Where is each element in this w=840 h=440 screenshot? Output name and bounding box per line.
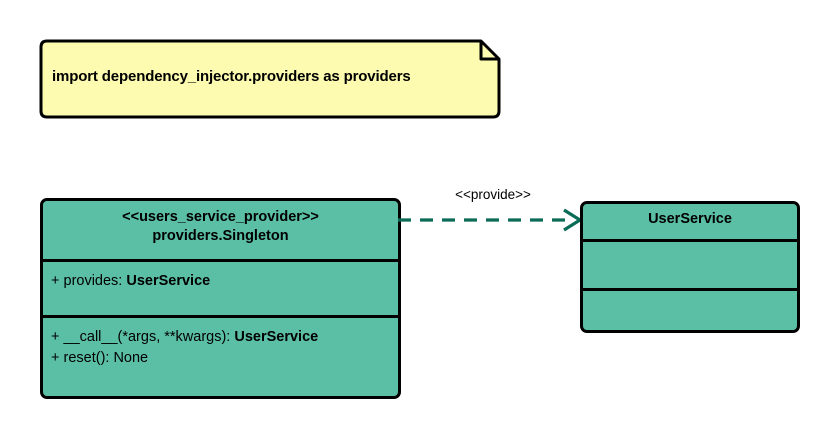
note-shape-icon — [39, 39, 501, 119]
class-stereotype: <<users_service_provider>> — [122, 209, 319, 225]
import-note: import dependency_injector.providers as … — [38, 38, 502, 120]
operation-row: + __call__(*args, **kwargs): UserService — [51, 327, 398, 348]
operation-label: reset(): None — [63, 350, 149, 366]
class-attributes-provider: + provides: UserService — [43, 259, 398, 315]
import-note-text: import dependency_injector.providers as … — [52, 68, 411, 85]
operation-type: UserService — [234, 329, 319, 345]
class-header-service: UserService — [583, 204, 797, 239]
attribute-label: provides: — [63, 273, 123, 289]
attribute-visibility: + — [51, 273, 60, 289]
class-header-provider: <<users_service_provider>> providers.Sin… — [43, 201, 398, 259]
operation-visibility: + — [51, 350, 60, 366]
class-name: providers.Singleton — [152, 228, 289, 244]
operation-visibility: + — [51, 329, 60, 345]
dashed-arrow-icon — [398, 208, 584, 232]
class-box-users-service-provider[interactable]: <<users_service_provider>> providers.Sin… — [40, 198, 401, 399]
class-name: UserService — [648, 211, 732, 227]
relation-provide[interactable]: <<provide>> — [398, 186, 588, 234]
operation-row: + reset(): None — [51, 348, 398, 369]
attribute-row: + provides: UserService — [51, 271, 398, 292]
attribute-type: UserService — [126, 273, 211, 289]
operation-label: __call__(*args, **kwargs): — [63, 329, 231, 345]
class-operations-provider: + __call__(*args, **kwargs): UserService… — [43, 315, 398, 396]
class-attributes-service — [583, 239, 797, 288]
class-operations-service — [583, 288, 797, 330]
relation-stereotype: <<provide>> — [455, 187, 531, 202]
class-box-user-service[interactable]: UserService — [580, 201, 800, 333]
